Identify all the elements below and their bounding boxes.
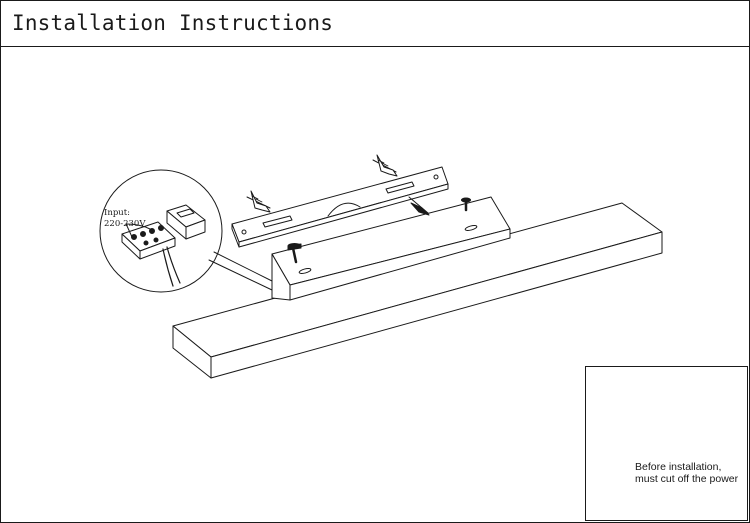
screw-icon (287, 243, 302, 264)
header-bar: Installation Instructions (0, 0, 750, 47)
lamp-body (172, 202, 663, 379)
page-title: Installation Instructions (12, 11, 334, 35)
wall-plug-icon (408, 196, 430, 216)
input-label-text: Input: (104, 208, 131, 218)
wall-plug-icon (372, 154, 398, 177)
voltage-label-text: 220-230V (104, 219, 146, 229)
screw-icon (461, 197, 471, 212)
wiring-callout (99, 169, 273, 293)
mounting-block (271, 196, 511, 301)
power-warning-panel (585, 366, 748, 521)
power-warning-text: Before installation, must cut off the po… (635, 461, 739, 485)
wall-plug-icon (246, 190, 271, 213)
input-voltage-label: Input: 220-230V (104, 208, 145, 230)
mounting-bracket (231, 166, 449, 248)
